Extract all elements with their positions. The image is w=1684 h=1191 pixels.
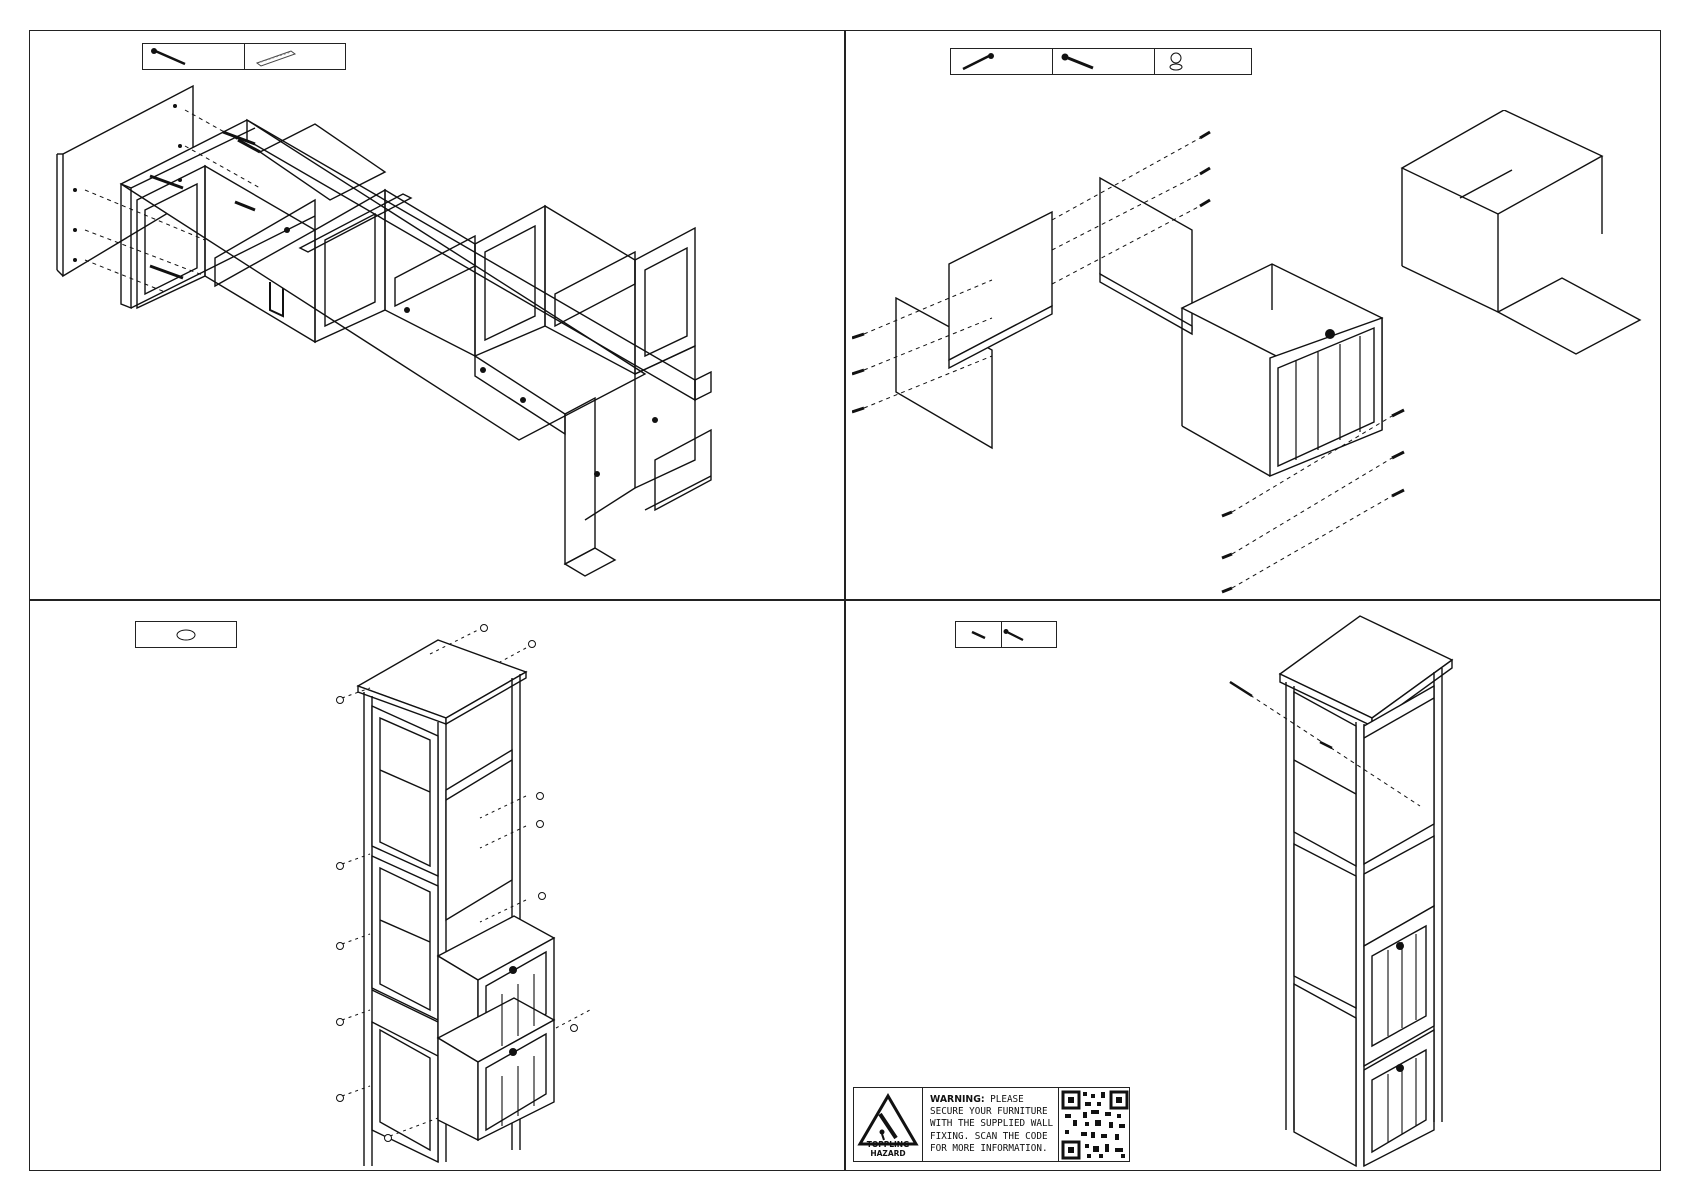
hardware-box-step-4 [955, 621, 1057, 648]
drawer-assembly-diagram [852, 110, 1652, 600]
bolt-icon [1053, 49, 1155, 74]
long-screw-icon [143, 44, 245, 69]
wall-fixing-diagram [1220, 610, 1460, 1170]
toppling-hazard-label: TOPPLING HAZARD [854, 1140, 922, 1158]
warning-heading: WARNING: [930, 1094, 985, 1105]
cam-cap-icon [136, 622, 236, 647]
knob-icon [1155, 49, 1251, 74]
cabinet-assembly-diagram [330, 610, 600, 1170]
warning-text: WARNING: PLEASE SECURE YOUR FURNITURE WI… [923, 1088, 1059, 1161]
hardware-box-step-1 [142, 43, 346, 70]
wall-plug-icon [956, 622, 1002, 647]
panel-divider-vertical [844, 30, 846, 1171]
qr-code [1059, 1088, 1129, 1161]
hardware-box-step-3 [135, 621, 237, 648]
frame-assembly-diagram [55, 80, 775, 600]
hardware-box-step-2 [950, 48, 1252, 75]
wall-screw-icon [1002, 622, 1056, 647]
dowel-icon [245, 44, 345, 69]
toppling-warning-label: TOPPLING HAZARD WARNING: PLEASE SECURE Y… [853, 1087, 1130, 1162]
wood-screw-icon [951, 49, 1053, 74]
toppling-hazard-icon: TOPPLING HAZARD [854, 1088, 923, 1161]
